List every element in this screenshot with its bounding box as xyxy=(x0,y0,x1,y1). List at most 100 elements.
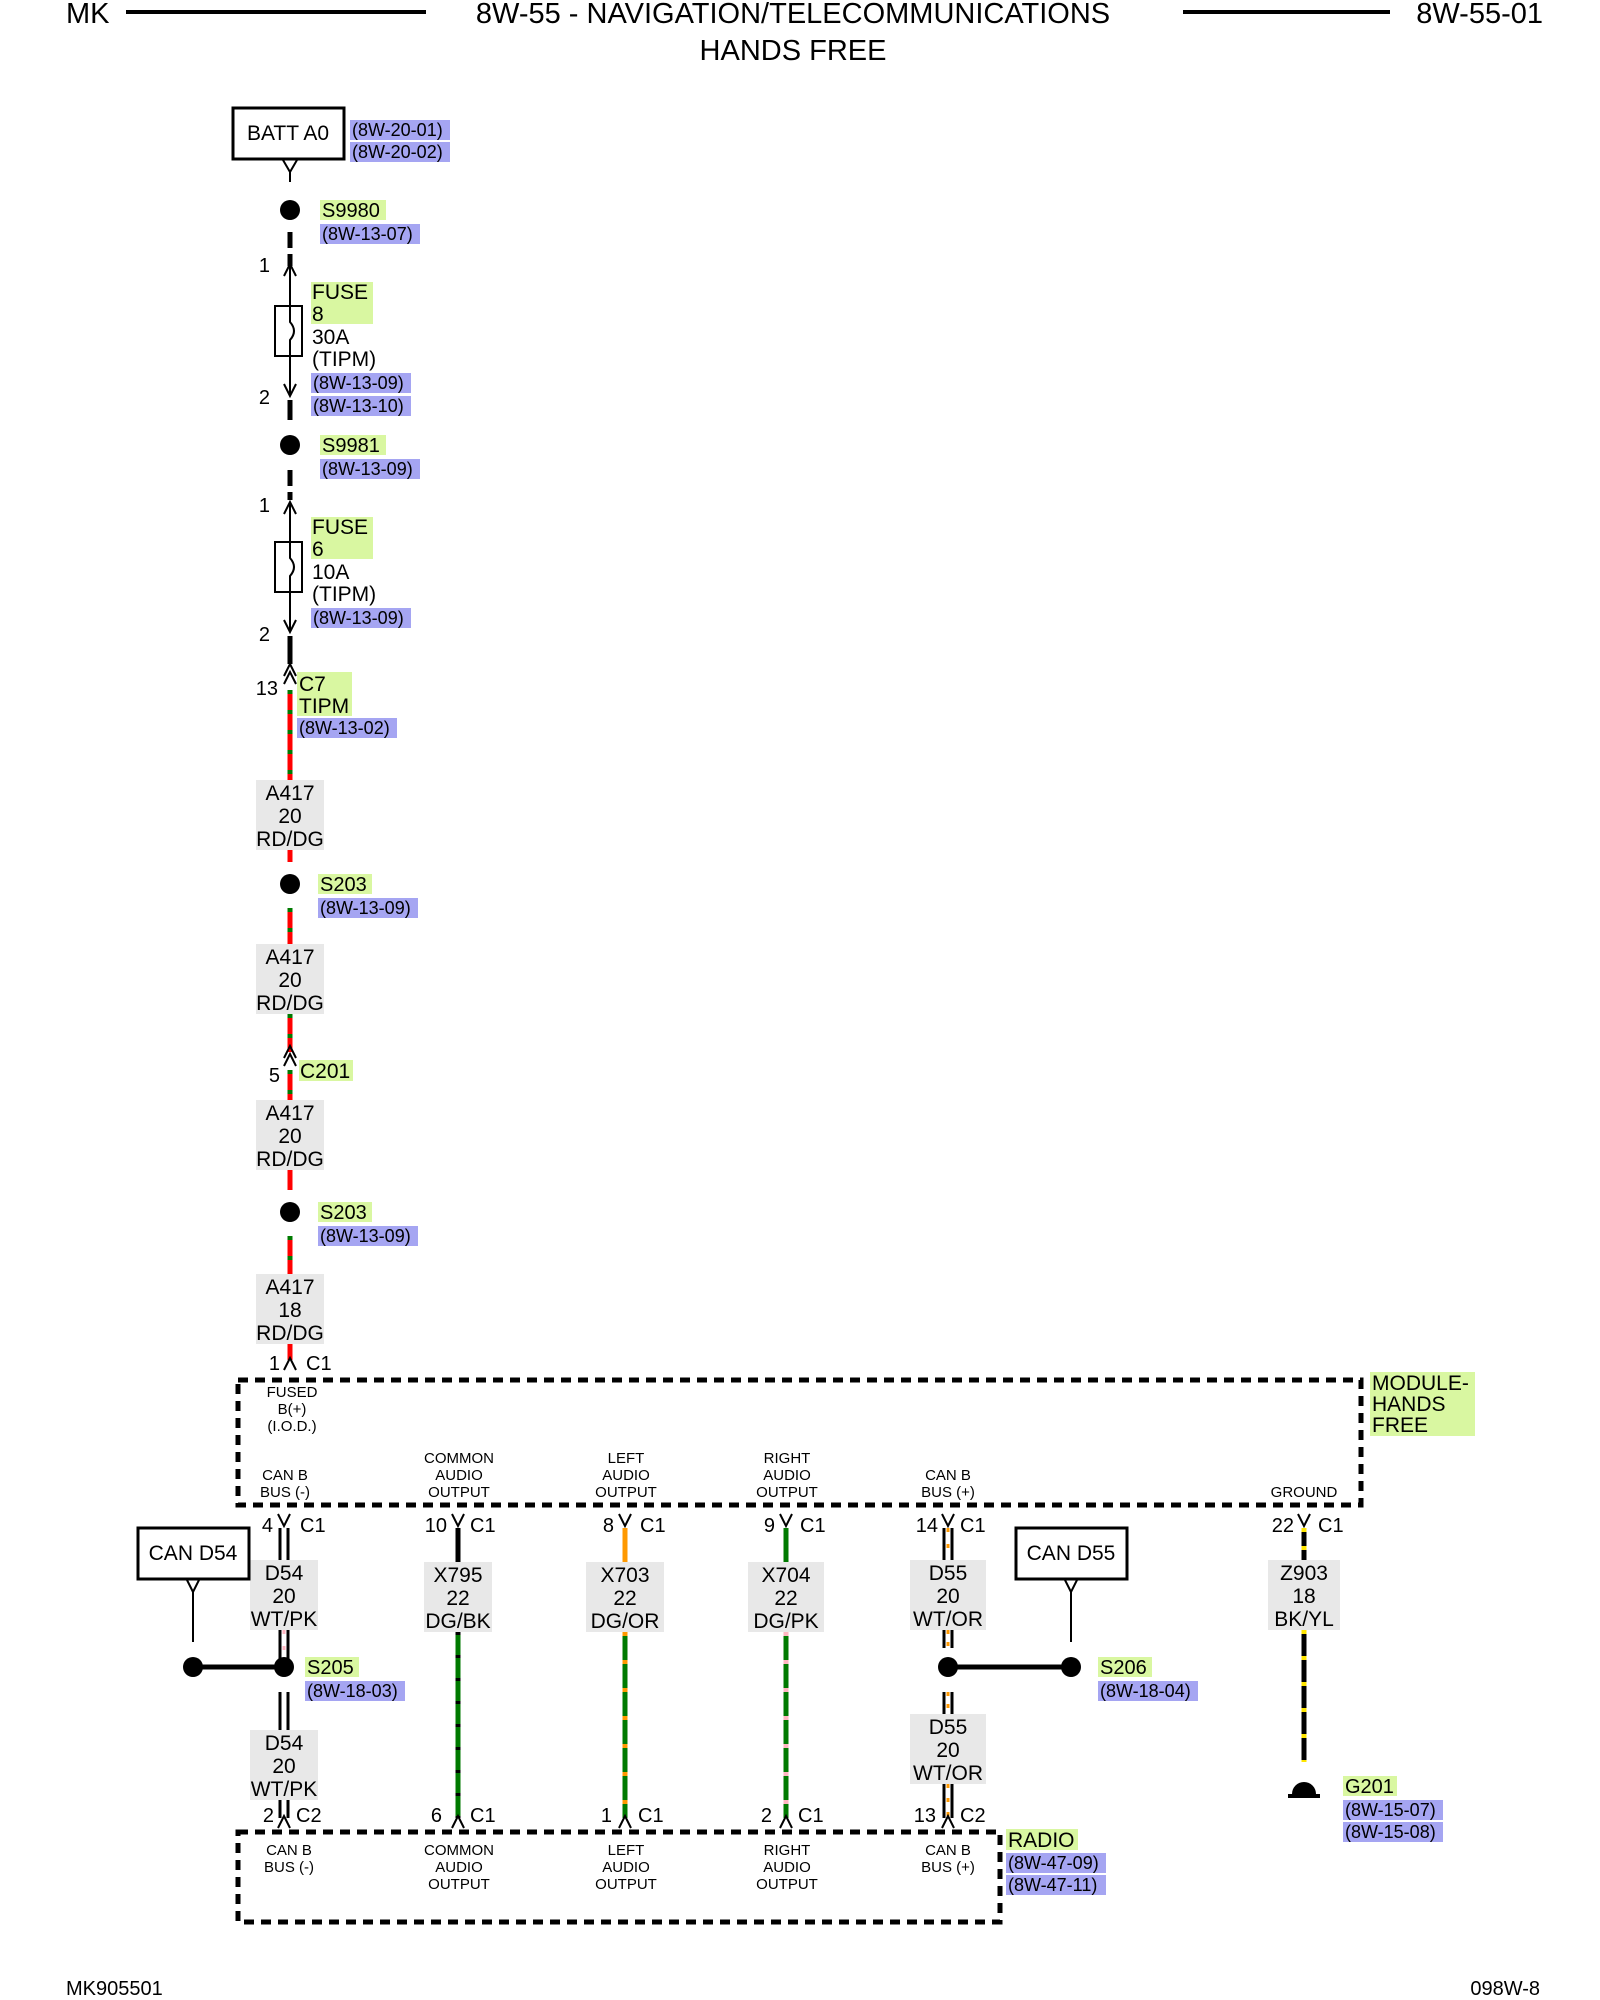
module-pin-common-label-1: COMMON xyxy=(424,1450,494,1467)
wire-d54-color: WT/PK xyxy=(251,1608,318,1631)
ground-g201-ref-hl-1 xyxy=(1343,1800,1443,1820)
batt-ref-1: (8W-20-01) xyxy=(352,120,443,140)
wire-3-circuit: A417 xyxy=(265,1102,314,1125)
wire-x704-circuit: X704 xyxy=(761,1564,810,1587)
module-pin-canb-plus-label-2: BUS (+) xyxy=(921,1484,975,1501)
wire-2-color: RD/DG xyxy=(256,992,324,1015)
module-pin-right-label-3: OUTPUT xyxy=(756,1484,818,1501)
wire-d55b-color: WT/OR xyxy=(913,1762,983,1785)
radio-pin-2b-symbol xyxy=(779,1813,793,1829)
c7-sub: TIPM xyxy=(299,695,349,718)
splice-s205-hl xyxy=(305,1657,359,1677)
splice-s203-a-hl xyxy=(318,874,372,894)
module-pin-common-label-3: OUTPUT xyxy=(428,1484,490,1501)
wire-x703-circuit: X703 xyxy=(600,1564,649,1587)
radio-pin-1: 1 xyxy=(601,1805,612,1827)
c7-connector-symbol xyxy=(283,661,297,677)
module-pin-left-label-2: AUDIO xyxy=(602,1467,650,1484)
wire-label-bg-x795 xyxy=(424,1562,492,1632)
module-name-1: MODULE- xyxy=(1372,1372,1469,1395)
batt-connector-symbol xyxy=(282,159,298,174)
splice-s203-b-hl xyxy=(318,1202,372,1222)
splice-s206-dot xyxy=(1061,1657,1081,1677)
module-pin-22-symbol xyxy=(1297,1513,1311,1529)
wire-label-bg-3 xyxy=(256,1100,324,1170)
radio-pin-1-conn: C1 xyxy=(638,1805,664,1827)
wire-label-bg-d55-b xyxy=(910,1714,986,1784)
module-pin-10-symbol xyxy=(451,1513,465,1529)
module-pin-22-conn: C1 xyxy=(1318,1515,1344,1537)
splice-s205-ref: (8W-18-03) xyxy=(307,1681,398,1701)
module-pin-right-label-2: AUDIO xyxy=(763,1467,811,1484)
wire-1-color: RD/DG xyxy=(256,828,324,851)
radio-pin-right-label-1: RIGHT xyxy=(764,1842,811,1859)
splice-s9981-hl xyxy=(320,435,386,455)
wire-1-circuit: A417 xyxy=(265,782,314,805)
c201-name-hl xyxy=(299,1060,353,1081)
wire-z903-color: BK/YL xyxy=(1274,1608,1334,1631)
wire-2-gauge: 20 xyxy=(278,969,301,992)
wire-z903-gauge: 18 xyxy=(1292,1585,1315,1608)
splice-s9980-ref: (8W-13-07) xyxy=(322,224,413,244)
splice-s203-b-ref: (8W-13-09) xyxy=(320,1226,411,1246)
module-pin1-conn: C1 xyxy=(306,1353,332,1375)
wire-d54-bottom xyxy=(278,1800,290,1818)
wire-z903-circuit: Z903 xyxy=(1280,1562,1328,1585)
fuse8-ref-1: (8W-13-09) xyxy=(313,373,404,393)
wire-x795-circuit: X795 xyxy=(433,1564,482,1587)
module-name-hl xyxy=(1370,1372,1475,1436)
c7-ref-hl xyxy=(297,718,397,738)
radio-pin-6-conn: C1 xyxy=(470,1805,496,1827)
fuse6-label-1: FUSE xyxy=(312,516,368,539)
module-pin-canb-minus-label-1: CAN B xyxy=(262,1467,308,1484)
module-pin1-number: 1 xyxy=(269,1353,280,1375)
radio-name-hl xyxy=(1006,1829,1078,1850)
wire-2-circuit: A417 xyxy=(265,946,314,969)
module-pin-10-conn: C1 xyxy=(470,1515,496,1537)
wire-d54-circuit: D54 xyxy=(265,1562,304,1585)
splice-s206-ref: (8W-18-04) xyxy=(1100,1681,1191,1701)
splice-s205-ref-hl xyxy=(305,1681,405,1701)
fuse6-symbol xyxy=(274,541,303,593)
radio-name: RADIO xyxy=(1008,1829,1075,1852)
batt-a0-label: BATT A0 xyxy=(247,122,329,145)
wire-1-gauge: 20 xyxy=(278,805,301,828)
wire-d55b-gauge: 20 xyxy=(936,1739,959,1762)
splice-s203-a-ref: (8W-13-09) xyxy=(320,898,411,918)
module-pin-14-conn: C1 xyxy=(960,1515,986,1537)
wire-label-bg-2 xyxy=(256,944,324,1014)
module-name-3: FREE xyxy=(1372,1414,1428,1437)
radio-pin-common-label-1: COMMON xyxy=(424,1842,494,1859)
batt-ref-hl-1 xyxy=(350,120,450,140)
page-title: 8W-55 - NAVIGATION/TELECOMMUNICATIONS xyxy=(476,0,1110,30)
radio-pin-right-label-3: OUTPUT xyxy=(756,1876,818,1893)
module-pin-4-conn: C1 xyxy=(300,1515,326,1537)
ground-g201-ref-hl-2 xyxy=(1343,1822,1443,1842)
splice-s9981-ref: (8W-13-09) xyxy=(322,459,413,479)
splice-s203-b-ref-hl xyxy=(318,1226,418,1246)
module-pin-canb-plus-label-1: CAN B xyxy=(925,1467,971,1484)
module-pin-left-label-1: LEFT xyxy=(608,1450,645,1467)
fuse8-pin-in: 1 xyxy=(259,255,270,277)
page-subtitle: HANDS FREE xyxy=(700,35,887,67)
wire-x703-color: DG/OR xyxy=(591,1610,660,1633)
wire-x703-gauge: 22 xyxy=(613,1587,636,1610)
ground-g201-name: G201 xyxy=(1345,1776,1394,1798)
splice-s205-name: S205 xyxy=(307,1657,354,1679)
can-d54-connector-symbol xyxy=(186,1579,200,1595)
ground-g201-ref-2: (8W-15-08) xyxy=(1345,1822,1436,1842)
module-name-2: HANDS xyxy=(1372,1393,1446,1416)
ground-g201-icon xyxy=(1292,1782,1316,1794)
module-pin-9-conn: C1 xyxy=(800,1515,826,1537)
c7-ref: (8W-13-02) xyxy=(299,718,390,738)
wire-label-bg-d54-b xyxy=(250,1730,318,1800)
wire-d54-gauge: 20 xyxy=(272,1585,295,1608)
radio-pin-left-label-3: OUTPUT xyxy=(595,1876,657,1893)
wire-3-gauge: 20 xyxy=(278,1125,301,1148)
radio-pin-2b: 2 xyxy=(761,1805,772,1827)
fuse6-pin-out: 2 xyxy=(259,624,270,646)
radio-pin-left-label-1: LEFT xyxy=(608,1842,645,1859)
module-fused-2: B(+) xyxy=(278,1401,307,1418)
radio-pin-left-label-2: AUDIO xyxy=(602,1859,650,1876)
